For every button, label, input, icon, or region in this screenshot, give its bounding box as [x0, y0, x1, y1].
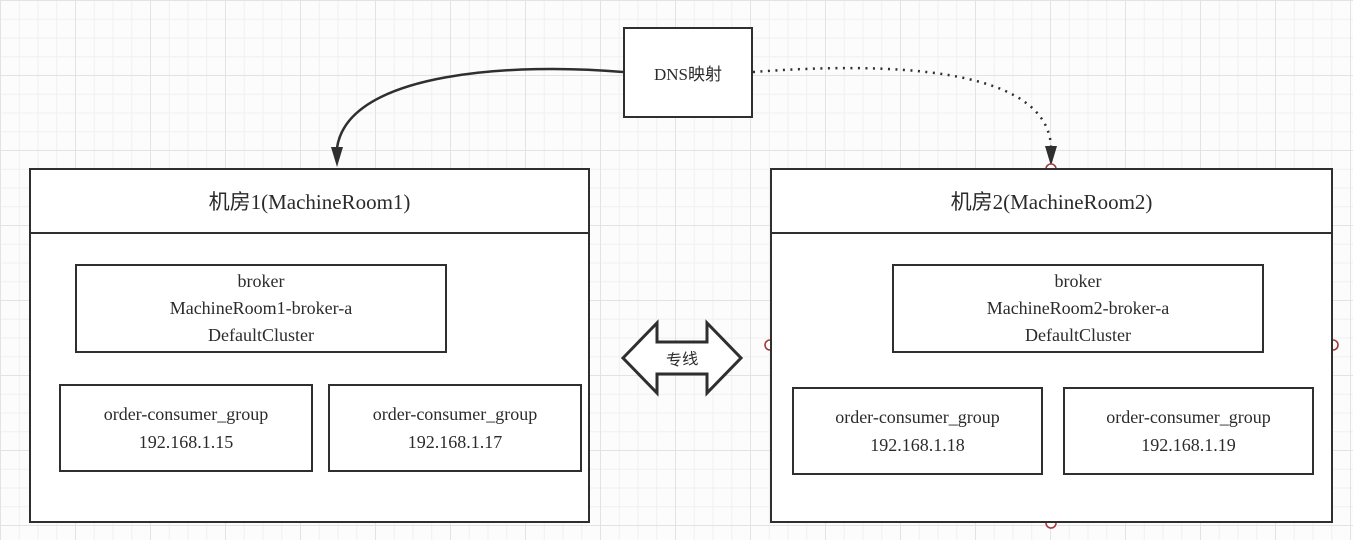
arrowhead-down-icon [1045, 146, 1057, 166]
broker-cluster: DefaultCluster [1025, 325, 1131, 345]
consumer-ip: 192.168.1.15 [138, 432, 234, 452]
dedicated-line-node[interactable]: 专线 [621, 319, 743, 397]
arrowhead-down-icon [331, 147, 343, 167]
consumer-node[interactable]: order-consumer_group 192.168.1.15 [59, 384, 313, 472]
machine-room-2-title: 机房2(MachineRoom2) [772, 170, 1331, 234]
machine-room-1-title: 机房1(MachineRoom1) [31, 170, 588, 234]
consumer-group-name: order-consumer_group [372, 404, 538, 424]
double-arrow-icon [621, 319, 743, 397]
consumer-group-name: order-consumer_group [1106, 407, 1271, 427]
broker-cluster: DefaultCluster [208, 325, 314, 345]
consumer-group-name: order-consumer_group [835, 407, 1000, 427]
machine-room-1-node[interactable]: 机房1(MachineRoom1) broker MachineRoom1-br… [29, 168, 590, 523]
broker-name: MachineRoom1-broker-a [169, 298, 353, 318]
dns-to-room2-connector[interactable] [752, 66, 1053, 147]
consumer-node[interactable]: order-consumer_group 192.168.1.19 [1063, 387, 1314, 475]
consumer-node[interactable]: order-consumer_group 192.168.1.18 [792, 387, 1043, 475]
broker-name: MachineRoom2-broker-a [986, 298, 1170, 318]
consumer-ip: 192.168.1.19 [1141, 435, 1236, 455]
consumer-group-name: order-consumer_group [103, 404, 269, 424]
dedicated-line-label: 专线 [665, 350, 699, 371]
broker-label: broker [237, 271, 285, 291]
broker-label: broker [1054, 271, 1102, 291]
consumer-node[interactable]: order-consumer_group 192.168.1.17 [328, 384, 582, 472]
dns-to-room1-connector[interactable] [335, 67, 624, 149]
broker-node-room2[interactable]: broker MachineRoom2-broker-a DefaultClus… [892, 264, 1264, 353]
dns-mapping-label: DNS映射 [653, 65, 722, 84]
consumer-ip: 192.168.1.17 [407, 432, 503, 452]
dns-mapping-node[interactable]: DNS映射 [623, 27, 753, 118]
consumer-ip: 192.168.1.18 [870, 435, 965, 455]
broker-node-room1[interactable]: broker MachineRoom1-broker-a DefaultClus… [75, 264, 447, 353]
machine-room-2-node[interactable]: 机房2(MachineRoom2) broker MachineRoom2-br… [770, 168, 1333, 523]
